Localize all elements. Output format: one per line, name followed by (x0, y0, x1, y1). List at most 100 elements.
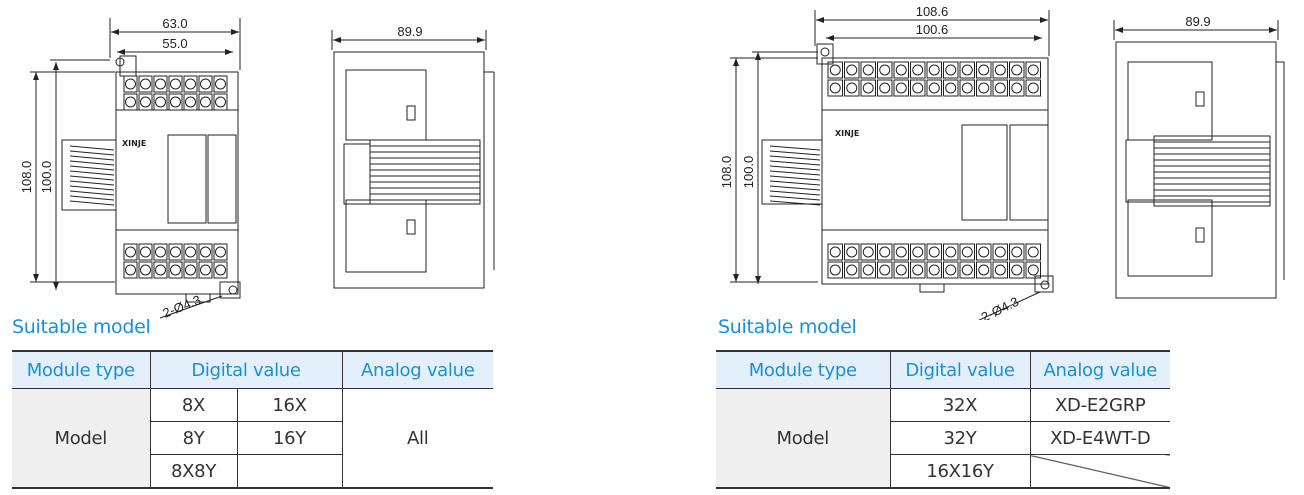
table-row: 16X16Y (716, 454, 1170, 488)
terminal-screw (976, 61, 992, 79)
left-height-outer: 108.0 (19, 161, 34, 194)
terminal-screw (928, 246, 940, 258)
terminal-screw (1011, 246, 1023, 258)
terminal-screw (893, 79, 909, 97)
left-side-view (331, 30, 495, 289)
header-digital-value: Digital value (890, 351, 1031, 389)
terminal-screw (879, 264, 891, 276)
terminal-screw (198, 243, 213, 261)
terminal-screw (168, 243, 183, 261)
terminal-screw (213, 93, 228, 111)
digital-cell: 16Y (236, 421, 343, 455)
right-front-view (730, 10, 1054, 320)
analog-cell: All (341, 388, 493, 489)
terminal-screw (844, 79, 860, 97)
terminal-screw (170, 264, 181, 276)
terminal-screw (827, 79, 843, 97)
terminal-screw (879, 246, 891, 258)
terminal-screw (912, 82, 924, 94)
terminal-screw (992, 261, 1008, 279)
terminal-screw (1027, 246, 1039, 258)
terminal-screw (893, 261, 909, 279)
terminal-screw (862, 82, 874, 94)
table-row: 8Y 16Y (12, 421, 493, 455)
right-section-title: Suitable model (718, 316, 857, 338)
left-height-inner: 100.0 (39, 161, 54, 194)
cable-wire (769, 200, 821, 206)
terminal-screw (978, 64, 990, 76)
terminal-screw (123, 75, 138, 93)
terminal-screw (183, 75, 198, 93)
terminal-screw (959, 61, 975, 79)
cable-wire (769, 155, 821, 161)
cable-wire (769, 185, 821, 191)
terminal-screw (926, 61, 942, 79)
cable-wire (69, 200, 115, 206)
cable-wire (69, 170, 115, 176)
right-logo: XINJE (835, 129, 859, 138)
terminal-screw (879, 64, 891, 76)
terminal-screw (829, 264, 841, 276)
analog-cell: XD-E4WT-D (1029, 421, 1170, 455)
digital-cell: 32Y (889, 421, 1031, 455)
terminal-screw (877, 79, 893, 97)
terminal-screw (910, 61, 926, 79)
terminal-screw (893, 243, 909, 261)
terminal-screw (976, 79, 992, 97)
cable-wire (769, 190, 821, 196)
terminal-screw (185, 78, 196, 90)
table-row: 8X8Y (12, 454, 493, 488)
terminal-screw (138, 261, 153, 279)
header-module-type: Module type (716, 351, 891, 389)
terminal-screw (153, 261, 168, 279)
terminal-screw (213, 243, 228, 261)
terminal-screw (846, 264, 858, 276)
terminal-screw (215, 246, 226, 258)
terminal-screw (877, 261, 893, 279)
terminal-screw (961, 264, 973, 276)
terminal-screw (943, 79, 959, 97)
cable-wire (69, 145, 115, 151)
digital-cell: 8Y (149, 421, 238, 455)
table-row: Model 8X 16X All (12, 388, 493, 489)
terminal-screw (976, 261, 992, 279)
table-row: 32Y XD-E4WT-D (716, 421, 1170, 455)
right-depth: 89.9 (1185, 14, 1210, 29)
terminal-screw (844, 243, 860, 261)
terminal-screw (155, 246, 166, 258)
terminal-screw (860, 61, 876, 79)
terminal-screw (994, 264, 1006, 276)
terminal-screw (978, 246, 990, 258)
terminal-screw (829, 64, 841, 76)
terminal-screw (959, 79, 975, 97)
terminal-screw (138, 243, 153, 261)
terminal-screw (945, 264, 957, 276)
terminal-screw (155, 264, 166, 276)
terminal-screw (1027, 64, 1039, 76)
empty-diagonal-cell (1029, 454, 1170, 488)
cable-wire (769, 180, 821, 186)
terminal-screw (213, 75, 228, 93)
terminal-screw (895, 264, 907, 276)
terminal-screw (168, 93, 183, 111)
terminal-screw (183, 261, 198, 279)
terminal-screw (895, 246, 907, 258)
terminal-screw (168, 261, 183, 279)
right-side-view (1113, 20, 1285, 299)
terminal-screw (976, 243, 992, 261)
terminal-screw (912, 246, 924, 258)
right-height-outer: 108.0 (719, 156, 734, 189)
terminal-screw (1009, 261, 1025, 279)
terminal-screw (961, 246, 973, 258)
terminal-screw (827, 61, 843, 79)
terminal-screw (943, 261, 959, 279)
terminal-screw (992, 243, 1008, 261)
terminal-screw (877, 61, 893, 79)
terminal-screw (215, 264, 226, 276)
terminal-screw (1009, 61, 1025, 79)
terminal-screw (912, 64, 924, 76)
terminal-screw (827, 243, 843, 261)
terminal-screw (912, 264, 924, 276)
terminal-screw (1025, 61, 1041, 79)
right-width-outer: 108.6 (916, 4, 949, 19)
